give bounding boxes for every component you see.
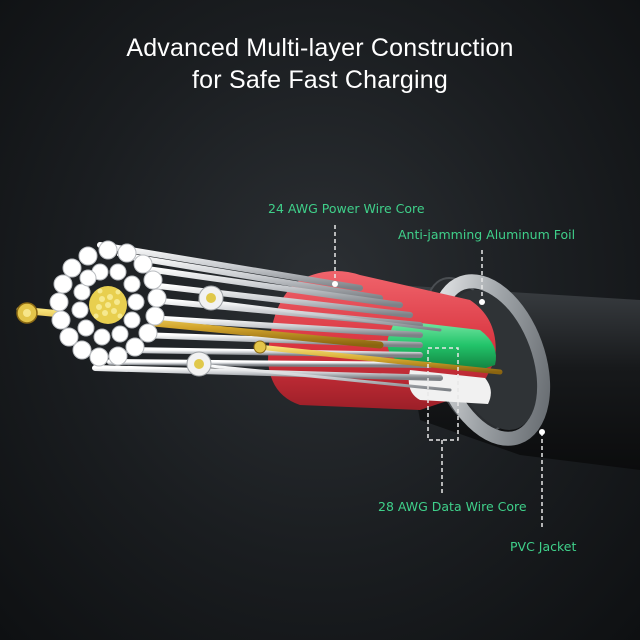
copper-bundle-end-small bbox=[253, 340, 267, 354]
callout-lines bbox=[334, 225, 543, 530]
label-aluminum-foil: Anti-jamming Aluminum Foil bbox=[398, 227, 576, 242]
strand-bundle-small-2 bbox=[186, 351, 212, 377]
headline-line-1: Advanced Multi-layer Construction bbox=[126, 34, 514, 62]
conductor-strands bbox=[92, 242, 452, 392]
headline: Advanced Multi-layer Construction for Sa… bbox=[0, 32, 640, 96]
label-data-core: 28 AWG Data Wire Core bbox=[378, 499, 527, 514]
headline-line-2: for Safe Fast Charging bbox=[192, 66, 448, 94]
strand-bundle-small-1 bbox=[198, 285, 224, 311]
power-core-bundle-end bbox=[49, 240, 167, 367]
label-pvc-jacket: PVC Jacket bbox=[510, 539, 577, 554]
label-power-core: 24 AWG Power Wire Core bbox=[268, 201, 425, 216]
copper-bundle-end-left bbox=[16, 302, 38, 324]
callout-dots bbox=[332, 281, 545, 435]
